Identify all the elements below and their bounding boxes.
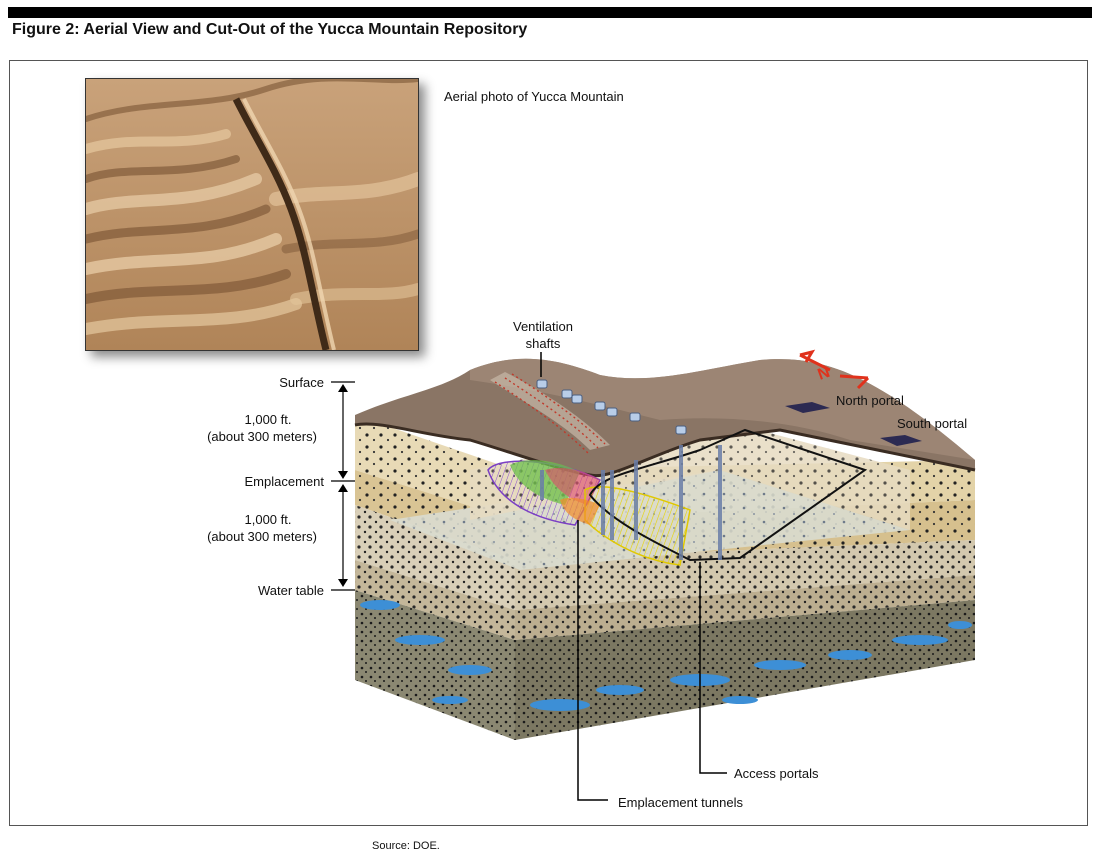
water-pockets bbox=[360, 600, 972, 711]
figure-frame bbox=[9, 60, 1088, 826]
water-table-label: Water table bbox=[258, 583, 324, 598]
ventilation-label-line1: Ventilation bbox=[513, 319, 573, 334]
mountain-surface bbox=[354, 358, 976, 478]
photo-caption: Aerial photo of Yucca Mountain bbox=[444, 89, 624, 104]
ventilation-label-line2: shafts bbox=[526, 336, 561, 351]
upper-distance-ft: 1,000 ft. bbox=[245, 412, 292, 427]
compass-letter: N bbox=[816, 364, 833, 384]
upper-distance-m: (about 300 meters) bbox=[207, 429, 317, 444]
surface-label: Surface bbox=[279, 375, 324, 390]
front-face-layers bbox=[355, 415, 515, 740]
north-arrow bbox=[799, 349, 870, 390]
north-portal-label: North portal bbox=[836, 393, 904, 408]
ventilation-shafts bbox=[536, 379, 722, 560]
lower-distance-m: (about 300 meters) bbox=[207, 529, 317, 544]
source-note: Source: DOE. bbox=[372, 840, 440, 852]
access-portals-label: Access portals bbox=[734, 766, 819, 781]
leader-lines bbox=[540, 352, 727, 801]
lower-distance-ft: 1,000 ft. bbox=[245, 512, 292, 527]
emplacement-tunnels-label: Emplacement tunnels bbox=[618, 795, 744, 810]
portal-markers bbox=[785, 402, 922, 446]
aerial-photo bbox=[85, 78, 419, 351]
south-portal-label: South portal bbox=[897, 416, 967, 431]
depth-scale bbox=[331, 381, 355, 591]
top-rule bbox=[8, 7, 1092, 18]
figure-title: Figure 2: Aerial View and Cut-Out of the… bbox=[12, 21, 528, 38]
emplacement-label: Emplacement bbox=[245, 474, 325, 489]
